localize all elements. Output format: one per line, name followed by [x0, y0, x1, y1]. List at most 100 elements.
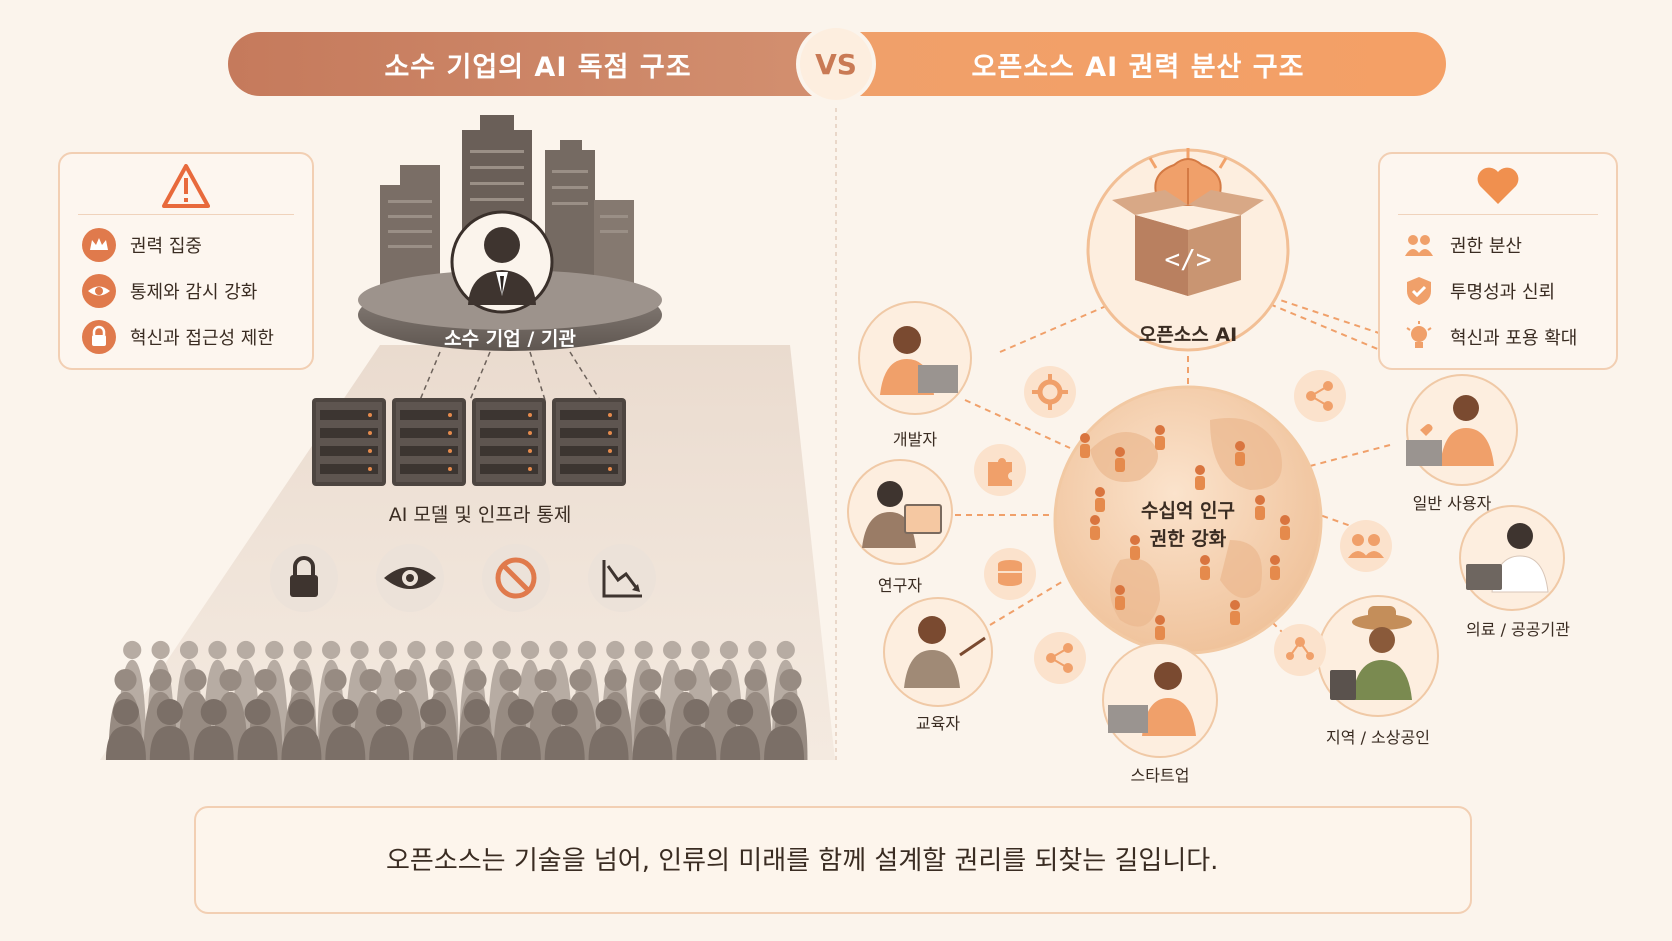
crowd-person-head: [674, 668, 697, 692]
globe-person-body: [1115, 458, 1125, 472]
crowd-person-head: [727, 699, 754, 725]
node-label-general-user: 일반 사용자: [1412, 494, 1492, 513]
crowd-person-head: [549, 640, 568, 660]
crowd-person-head: [551, 699, 578, 725]
globe-person-body: [1090, 526, 1100, 540]
globe-person-body: [1270, 566, 1280, 580]
globe-person-head: [1115, 447, 1125, 457]
warning-icon: [162, 164, 210, 208]
share-icon-upper: [1294, 370, 1346, 422]
crowd-person-head: [208, 640, 227, 660]
left-title-banner: 소수 기업의 AI 독점 구조: [228, 32, 848, 96]
hub-label: 오픈소스 AI: [1138, 324, 1238, 346]
crowd-person-head: [464, 640, 483, 660]
node-label-medical-public: 의료 / 공공기관: [1466, 620, 1570, 639]
crowd-person-head: [569, 668, 592, 692]
globe-person-head: [1235, 441, 1245, 451]
puzzle-icon: [974, 444, 1026, 496]
network-people-icon: [1274, 624, 1326, 676]
crowd-person-head: [520, 640, 540, 660]
node-developer: [858, 301, 972, 415]
globe-label-line1: 수십억 인구: [1140, 500, 1236, 522]
node-startup: [1102, 642, 1218, 758]
crowd-person-body: [149, 726, 190, 760]
share-icon-lower: [1034, 632, 1086, 684]
monopoly-issues-card: 권력 집중 통제와 감시 강화 혁신과 접근성 제한: [58, 152, 314, 370]
card-item-label: 통제와 감시 강화: [130, 282, 258, 303]
lock-icon: [82, 320, 116, 354]
crowd-person-body: [720, 726, 761, 760]
crowd-person-head: [507, 699, 534, 725]
crowd-person-head: [184, 668, 207, 692]
executive-avatar-icon: [450, 210, 554, 314]
crowd-person-head: [236, 640, 255, 660]
node-educator: [883, 597, 993, 707]
crowd-person-head: [289, 668, 312, 692]
globe-person-body: [1280, 526, 1290, 540]
crowd-person-head: [149, 668, 172, 692]
heart-icon: [1477, 167, 1519, 204]
crowd-person-head: [123, 640, 142, 660]
globe-person-head: [1090, 515, 1100, 525]
globe-person-head: [1095, 487, 1105, 497]
crowd-person-head: [771, 699, 798, 725]
globe-people: [1080, 425, 1290, 640]
crowd-person-head: [200, 699, 227, 725]
node-medical-public: [1459, 505, 1565, 611]
right-title-banner: 오픈소스 AI 권력 분산 구조: [830, 32, 1446, 96]
globe-person-head: [1155, 615, 1165, 625]
crowd-person-head: [779, 668, 802, 692]
card-item-label: 권한 분산: [1450, 236, 1522, 257]
crowd-person-body: [105, 726, 146, 760]
crowd-person-head: [464, 668, 487, 692]
crowd-person-head: [639, 699, 666, 725]
open-source-benefits-card: 권한 분산 투명성과 신뢰 혁신과 포용 확대: [1378, 152, 1618, 370]
crowd-person-head: [595, 699, 622, 725]
crowd-person-body: [632, 726, 673, 760]
vs-badge: VS: [800, 28, 872, 100]
footer-message: 오픈소스는 기술을 넘어, 인류의 미래를 함께 설계할 권리를 되찾는 길입니…: [386, 846, 1219, 876]
crowd-person-head: [691, 640, 710, 660]
globe-person-head: [1115, 585, 1125, 595]
database-icon: [984, 548, 1036, 600]
crowd-person-head: [112, 699, 139, 725]
crowd-person-head: [719, 640, 739, 660]
crowd-person-head: [683, 699, 710, 725]
crowd-person-head: [407, 640, 426, 660]
globe-person-body: [1115, 596, 1125, 610]
node-local-business: [1317, 595, 1439, 717]
crowd-person-head: [265, 640, 284, 660]
globe-person-body: [1200, 566, 1210, 580]
card-divider: [1398, 214, 1598, 215]
node-label-developer: 개발자: [892, 430, 938, 449]
org-label: 소수 기업 / 기관: [444, 328, 576, 350]
globe-person-body: [1080, 444, 1090, 458]
crowd-person-head: [499, 668, 522, 692]
server-links: [419, 351, 601, 401]
card-item-label: 혁신과 접근성 제한: [130, 328, 274, 349]
crowd-person-head: [288, 699, 315, 725]
globe-person-head: [1155, 425, 1165, 435]
node-label-educator: 교육자: [915, 714, 961, 733]
card-item-label: 혁신과 포용 확대: [1450, 328, 1578, 349]
globe-person-body: [1095, 498, 1105, 512]
crowd-person-body: [413, 726, 454, 760]
globe-label-line2: 권한 강화: [1149, 528, 1227, 550]
crowd-person-head: [394, 668, 417, 692]
crowd-person-head: [744, 668, 767, 692]
crowd-person-head: [254, 668, 277, 692]
crowd-person-head: [350, 640, 369, 660]
node-general-user: [1406, 374, 1518, 486]
control-icon-decline-chart: [588, 544, 656, 612]
card-item-transparency: 투명성과 신뢰: [1402, 274, 1555, 308]
globe-person-head: [1130, 535, 1140, 545]
crowd-person-head: [332, 699, 359, 725]
crowd-person-body: [325, 726, 366, 760]
open-box-icon: </>: [1112, 190, 1264, 296]
crowd-person-head: [378, 640, 398, 660]
crowd-person-head: [604, 668, 627, 692]
crowd-person-head: [420, 699, 447, 725]
card-item-innovation: 혁신과 포용 확대: [1402, 320, 1577, 354]
